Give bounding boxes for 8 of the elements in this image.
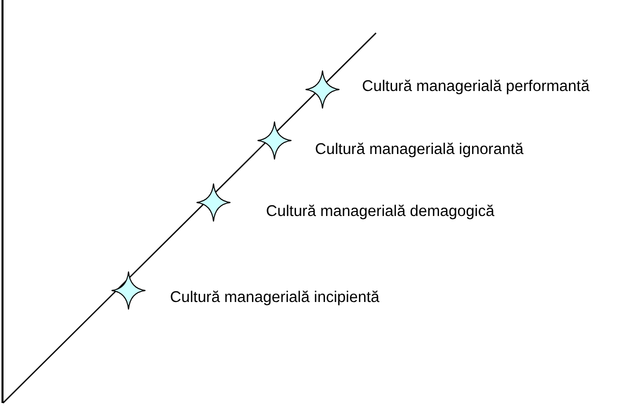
star-icon xyxy=(196,182,230,222)
star-caption: Cultură managerială performantă xyxy=(362,78,590,96)
star-caption: Cultură managerială incipientă xyxy=(170,289,380,307)
star-icon xyxy=(110,270,146,310)
star-icon xyxy=(304,70,340,108)
star-caption: Cultură managerială demagogică xyxy=(266,203,494,221)
star-caption: Cultură managerială ignorantă xyxy=(315,141,524,159)
star-icon xyxy=(256,120,292,160)
